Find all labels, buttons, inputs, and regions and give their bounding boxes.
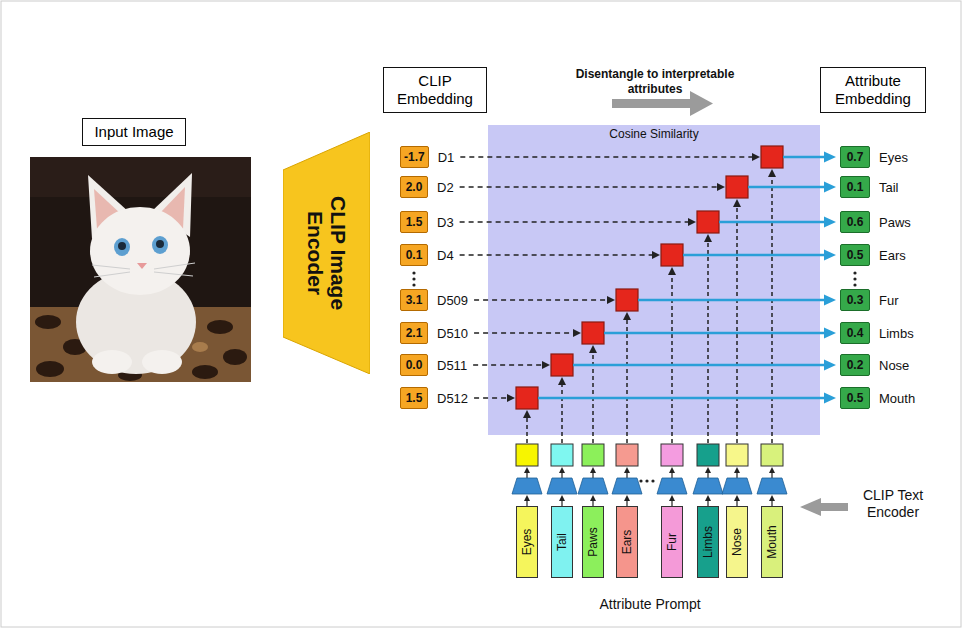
prompt-text: Fur	[665, 533, 679, 551]
embedding-row: 1.5 D3	[400, 211, 454, 233]
header-box: Attribute Embedding	[820, 67, 926, 113]
attribute-name: Limbs	[879, 326, 914, 341]
similarity-connector	[474, 393, 836, 404]
similarity-connector	[460, 152, 836, 163]
value-box: -1.7	[400, 146, 429, 168]
embedding-row: 2.1 D510	[400, 322, 468, 344]
prompt-box: Ears	[616, 506, 638, 578]
attribute-score: 0.5	[840, 387, 870, 409]
encoder-output-arrows	[527, 472, 772, 506]
axis-label: Attribute Prompt	[540, 596, 760, 613]
kitten-photo	[30, 157, 251, 382]
attribute-name: Nose	[879, 358, 909, 373]
prompt-text: Paws	[586, 527, 600, 556]
prompt-text: Mouth	[765, 525, 779, 558]
text-embedding-squares	[516, 444, 783, 466]
embedding-row: 3.1 D509	[400, 289, 468, 311]
prompt-box: Eyes	[516, 506, 538, 578]
prompt-text: Nose	[730, 528, 744, 556]
encoder-fill	[283, 132, 370, 374]
dimension-label: D512	[437, 391, 468, 406]
prompt-box: Fur	[661, 506, 683, 578]
dimension-label: D1	[438, 150, 455, 165]
attribute-name: Mouth	[879, 391, 915, 406]
dimension-label: D511	[437, 358, 467, 373]
dimension-label: D3	[437, 215, 454, 230]
similarity-connector	[460, 182, 836, 193]
encoder-label: CLIP Text Encoder	[846, 487, 940, 521]
attribute-name: Eyes	[879, 150, 908, 165]
attribute-row: 0.2 Nose	[840, 354, 909, 376]
similarity-connector	[460, 217, 836, 228]
similarity-connector	[474, 295, 836, 306]
similarity-connector	[473, 360, 836, 371]
label-holder: Attribute Prompt	[540, 596, 760, 613]
prompt-text: Tail	[555, 533, 569, 551]
text-encoder-blocks	[512, 478, 787, 494]
value-box: 0.0	[400, 354, 428, 376]
prompt-text: Ears	[620, 530, 634, 555]
embedding-row: 0.0 D511	[400, 354, 467, 376]
value-box: 1.5	[400, 387, 428, 409]
text-encoder-arrow	[800, 498, 848, 516]
attribute-score: 0.1	[840, 176, 870, 198]
value-box: 0.1	[400, 244, 428, 266]
value-box: 1.5	[400, 211, 428, 233]
attribute-name: Fur	[879, 293, 899, 308]
prompt-box: Mouth	[761, 506, 783, 578]
panel-title: Cosine Similarity	[488, 125, 820, 141]
value-box: 3.1	[400, 289, 428, 311]
encoder-output-heads	[524, 467, 775, 501]
prompt-text: Limbs	[701, 526, 715, 558]
embedding-row: 2.0 D2	[400, 176, 454, 198]
prompt-box: Tail	[551, 506, 573, 578]
prompt-box: Paws	[582, 506, 604, 578]
attribute-name: Tail	[879, 180, 899, 195]
label-holder: CLIP Text Encoder	[846, 487, 940, 521]
attribute-row: 0.4 Limbs	[840, 322, 914, 344]
similarity-connector	[460, 250, 836, 261]
header-text: Attribute Embedding	[825, 72, 921, 108]
embedding-row: -1.7 D1	[400, 146, 454, 168]
attribute-row: 0.6 Paws	[840, 211, 911, 233]
header-text: Input Image	[94, 123, 173, 141]
header-text: CLIP Embedding	[388, 72, 482, 108]
header-box: Input Image	[82, 118, 186, 146]
embedding-row: 0.1 D4	[400, 244, 454, 266]
encoder-text: CLIP Image Encoder	[303, 178, 349, 328]
attribute-name: Ears	[879, 248, 906, 263]
attribute-score: 0.3	[840, 289, 870, 311]
attribute-row: 0.5 Mouth	[840, 387, 915, 409]
dimension-label: D2	[437, 180, 454, 195]
attribute-row: 0.5 Ears	[840, 244, 906, 266]
dimension-label: D509	[437, 293, 468, 308]
attribute-score: 0.6	[840, 211, 870, 233]
attribute-row: 0.1 Tail	[840, 176, 899, 198]
value-box: 2.0	[400, 176, 428, 198]
prompt-box: Nose	[726, 506, 748, 578]
header-box: CLIP Embedding	[383, 67, 487, 113]
prompt-box: Limbs	[697, 506, 719, 578]
attribute-score: 0.7	[840, 146, 870, 168]
attribute-score: 0.5	[840, 244, 870, 266]
attribute-name: Paws	[879, 215, 911, 230]
embedding-row: 1.5 D512	[400, 387, 468, 409]
arrow-caption: Disentangle to interpretable attributes	[575, 67, 735, 97]
value-box: 2.1	[400, 322, 428, 344]
similarity-connector	[474, 328, 836, 339]
attribute-row: 0.3 Fur	[840, 289, 899, 311]
attribute-row: 0.7 Eyes	[840, 146, 908, 168]
label-holder: Disentangle to interpretable attributes	[575, 67, 735, 97]
attribute-score: 0.4	[840, 322, 870, 344]
dimension-label: D510	[437, 326, 468, 341]
dimension-label: D4	[437, 248, 454, 263]
image-encoder: CLIP Image Encoder	[283, 132, 370, 374]
attribute-score: 0.2	[840, 354, 870, 376]
prompt-text: Eyes	[520, 529, 534, 556]
